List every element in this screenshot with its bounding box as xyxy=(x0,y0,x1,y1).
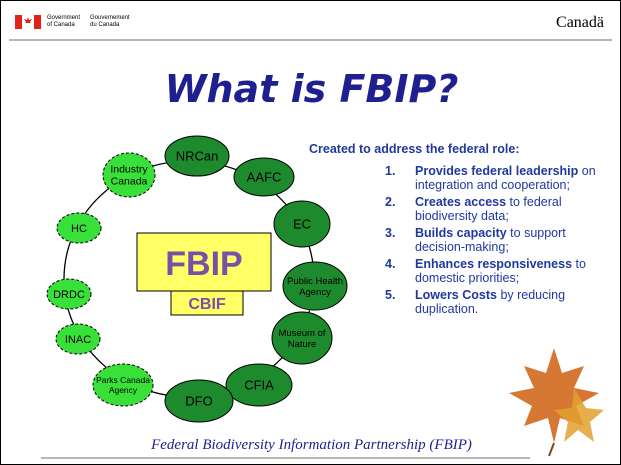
fbip-label: FBIP xyxy=(165,245,242,283)
partner-node-label: Nature xyxy=(288,339,317,350)
partner-node xyxy=(56,212,102,244)
partner-node xyxy=(271,311,333,365)
partner-node-label: INAC xyxy=(65,334,91,346)
slide-title: What is FBIP? xyxy=(164,67,459,111)
partner-node-label: Canada xyxy=(111,176,148,188)
partner-node xyxy=(46,278,92,310)
list-item: 2.Creates access to federal biodiversity… xyxy=(385,195,562,223)
partner-node-label: AAFC xyxy=(247,170,282,185)
government-of-canada-signature: Government of Canada Gouvernement du Can… xyxy=(15,11,140,33)
maple-leaf-icon xyxy=(509,348,604,457)
partner-node-label: EC xyxy=(293,217,311,232)
list-item: 4.Enhances responsiveness to domestic pr… xyxy=(385,257,586,285)
partner-node xyxy=(233,157,295,197)
partner-node-label: HC xyxy=(71,223,87,235)
cbif-box xyxy=(170,290,244,316)
list-item: 5.Lowers Costs by reducing duplication. xyxy=(385,288,566,316)
partner-node xyxy=(55,323,101,355)
fbip-center-box xyxy=(136,232,272,292)
partner-node-label: DRDC xyxy=(53,289,85,301)
partner-node xyxy=(92,363,154,407)
header-divider xyxy=(9,39,612,41)
footer-caption: Federal Biodiversity Information Partner… xyxy=(151,437,472,453)
partner-node-label: Parks Canada xyxy=(96,375,150,385)
role-list: 1.Provides federal leadership on integra… xyxy=(385,164,607,319)
partner-node-label: Public Health xyxy=(287,276,343,287)
partner-node xyxy=(225,363,293,407)
partner-node-label: Industry xyxy=(110,164,148,176)
partner-node-label: Agency xyxy=(109,385,138,395)
gov-english: Government of Canada xyxy=(47,15,81,28)
cbif-label: CBIF xyxy=(188,296,226,313)
partner-node-label: NRCan xyxy=(176,149,219,164)
partner-node-label: DFO xyxy=(185,394,212,409)
partner-node xyxy=(164,135,230,177)
partner-node xyxy=(282,261,348,311)
list-item: 3.Builds capacity to support decision-ma… xyxy=(385,226,566,254)
canada-flag-icon xyxy=(15,15,41,29)
partner-node xyxy=(164,379,234,423)
canada-wordmark: Canadä xyxy=(556,14,604,31)
partner-node xyxy=(102,152,156,198)
gov-french: Gouvernement du Canada xyxy=(90,15,130,28)
partner-node xyxy=(273,200,331,248)
footer-divider xyxy=(41,457,530,459)
partner-node-label: Agency xyxy=(299,287,331,298)
partner-node-label: Museum of xyxy=(279,328,326,339)
partner-node-label: CFIA xyxy=(244,378,274,393)
intro-text: Created to address the federal role: xyxy=(309,142,520,156)
list-item: 1.Provides federal leadership on integra… xyxy=(385,164,596,192)
